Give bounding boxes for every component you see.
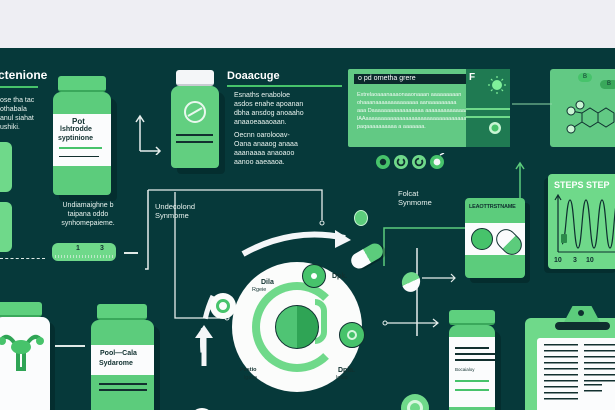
- leaf-pill-icon: [354, 210, 368, 226]
- dosage-line-2: [176, 141, 213, 143]
- clip-band: [555, 322, 610, 330]
- bottle-3-line-1: [455, 347, 489, 349]
- clip-hole: [578, 310, 584, 316]
- bottle-3-line-2: [455, 353, 495, 355]
- undecided-label: Undecolond Synmome: [155, 202, 196, 220]
- up-right-arrow-icon: [135, 114, 162, 155]
- status-icons-row: [376, 153, 445, 169]
- info-panel-header: o pd ornetha grere: [354, 74, 490, 84]
- pill-box: LEAOTTRSTNAME: [465, 198, 526, 278]
- molecule-panel: B B: [550, 69, 615, 147]
- cycle-ring: [252, 282, 342, 372]
- ring-icon: [376, 155, 390, 169]
- bottle-dosage-cap: [176, 70, 214, 86]
- badge-1: B: [578, 73, 592, 82]
- clipboard: [525, 306, 615, 410]
- folcat-flow-arrows: [383, 161, 525, 336]
- bottle-3-bar-2: [455, 389, 489, 391]
- bottle-1-cap: [58, 76, 106, 92]
- bottle-2-line-2: [99, 389, 147, 391]
- left-card-2: [0, 202, 12, 252]
- wave-chart: [554, 194, 615, 253]
- molecule-icon: [566, 100, 615, 134]
- refresh-icon: [394, 155, 408, 169]
- cycle-ring-right: [315, 299, 327, 344]
- rotate-icon: [430, 153, 445, 169]
- ruler-connector: [124, 252, 138, 254]
- bottle-1-bar: [59, 147, 102, 149]
- bottle-dosage: [171, 86, 219, 168]
- bottle-2-line-1: [99, 383, 147, 385]
- side-divider-2: [466, 116, 510, 118]
- bottle-1-caption: Undiamaighne b taipana oddo synhomepaiem…: [61, 202, 115, 227]
- bottle-2-label: Pool—Cala Sydarome: [91, 345, 154, 375]
- infographic-canvas: ctenione ose tha tac othabala anul siaha…: [0, 48, 615, 410]
- bottle-3-line-3: [455, 359, 495, 361]
- sun-icon: [488, 76, 506, 94]
- sheet-col-1: [544, 344, 578, 400]
- bottle-3-cap: [449, 310, 495, 325]
- info-panel: o pd ornetha grere Extrelaoaaanaaaonaaon…: [348, 69, 510, 147]
- bottle-1-label: Pot lshtrodde syptinione: [53, 114, 111, 166]
- dosage-underline: [227, 85, 342, 87]
- undecided-flow-lines: [145, 190, 149, 270]
- rotate-small-icon: [210, 293, 236, 319]
- node-right-icon: [339, 322, 365, 348]
- sheet-col-2-tail: [584, 384, 602, 396]
- ruler-ticks: [55, 255, 113, 258]
- no-pill-icon: [184, 101, 206, 123]
- left-body: ose tha tac othabala anul siahat ushiki.: [0, 97, 35, 131]
- bottle-1: Pot lshtrodde syptinione: [53, 92, 111, 195]
- capsule-icon: [492, 225, 526, 259]
- ruler: 1 3: [52, 243, 116, 261]
- info-panel-side: F: [466, 69, 510, 147]
- panel-connector: [512, 103, 552, 105]
- pill-box-window: [465, 223, 526, 259]
- badge-2: B: [600, 80, 615, 89]
- bottle-1-line: [59, 156, 99, 157]
- cycle-icon: [412, 155, 426, 169]
- clock-icon: [190, 408, 214, 410]
- undecided-bracket: [148, 189, 325, 321]
- bottle-uterus-cap: [0, 302, 42, 317]
- left-heading: ctenione: [0, 68, 48, 82]
- side-divider: [466, 108, 510, 110]
- dosage-title: Doaacuge: [227, 70, 280, 82]
- info-panel-body: Extrelaoaaanaaaonaaonaaan aaaaaaaaan oha…: [357, 92, 469, 130]
- left-card-1: [0, 142, 12, 192]
- bottle-3-bar-1: [455, 380, 489, 382]
- round-pill-icon: [471, 228, 493, 250]
- bottle-2: Pool—Cala Sydarome: [91, 320, 154, 410]
- uterus-icon: [0, 334, 44, 371]
- target-icon: [401, 394, 429, 410]
- clipboard-sheet: [537, 338, 615, 410]
- bottle-3-label: Bocaialoy: [449, 337, 495, 407]
- bottle-2-cap: [97, 304, 147, 320]
- cycle-diagram: Dila Rgeie Dpk. Pestio lgase Dpla. lgaio: [232, 262, 365, 392]
- folcat-label: Folcat Synmome: [398, 189, 432, 207]
- dosage-para-1: Esnaths enaboloe asdos enahe apoanan dbh…: [234, 92, 304, 126]
- dashed-connector: [0, 258, 45, 259]
- bottle-uterus: [0, 317, 50, 410]
- uterus-connector: [55, 345, 85, 347]
- steps-chart-card: STEPS STEP 10 3 10: [548, 174, 615, 269]
- drop-icon: [489, 122, 501, 134]
- dosage-line-1: [176, 134, 213, 136]
- sheet-col-2: [584, 344, 615, 384]
- right-arrow-icon: [382, 318, 439, 328]
- top-bar: [0, 0, 615, 48]
- heading-underline: [0, 86, 38, 88]
- dosage-para-2: Oecnn oarolooav- Oana anaaog anaaa aaana…: [234, 132, 298, 166]
- node-top-icon: [302, 264, 326, 288]
- bottle-3: Bocaialoy: [449, 325, 495, 410]
- center-pill-icon: [275, 305, 319, 349]
